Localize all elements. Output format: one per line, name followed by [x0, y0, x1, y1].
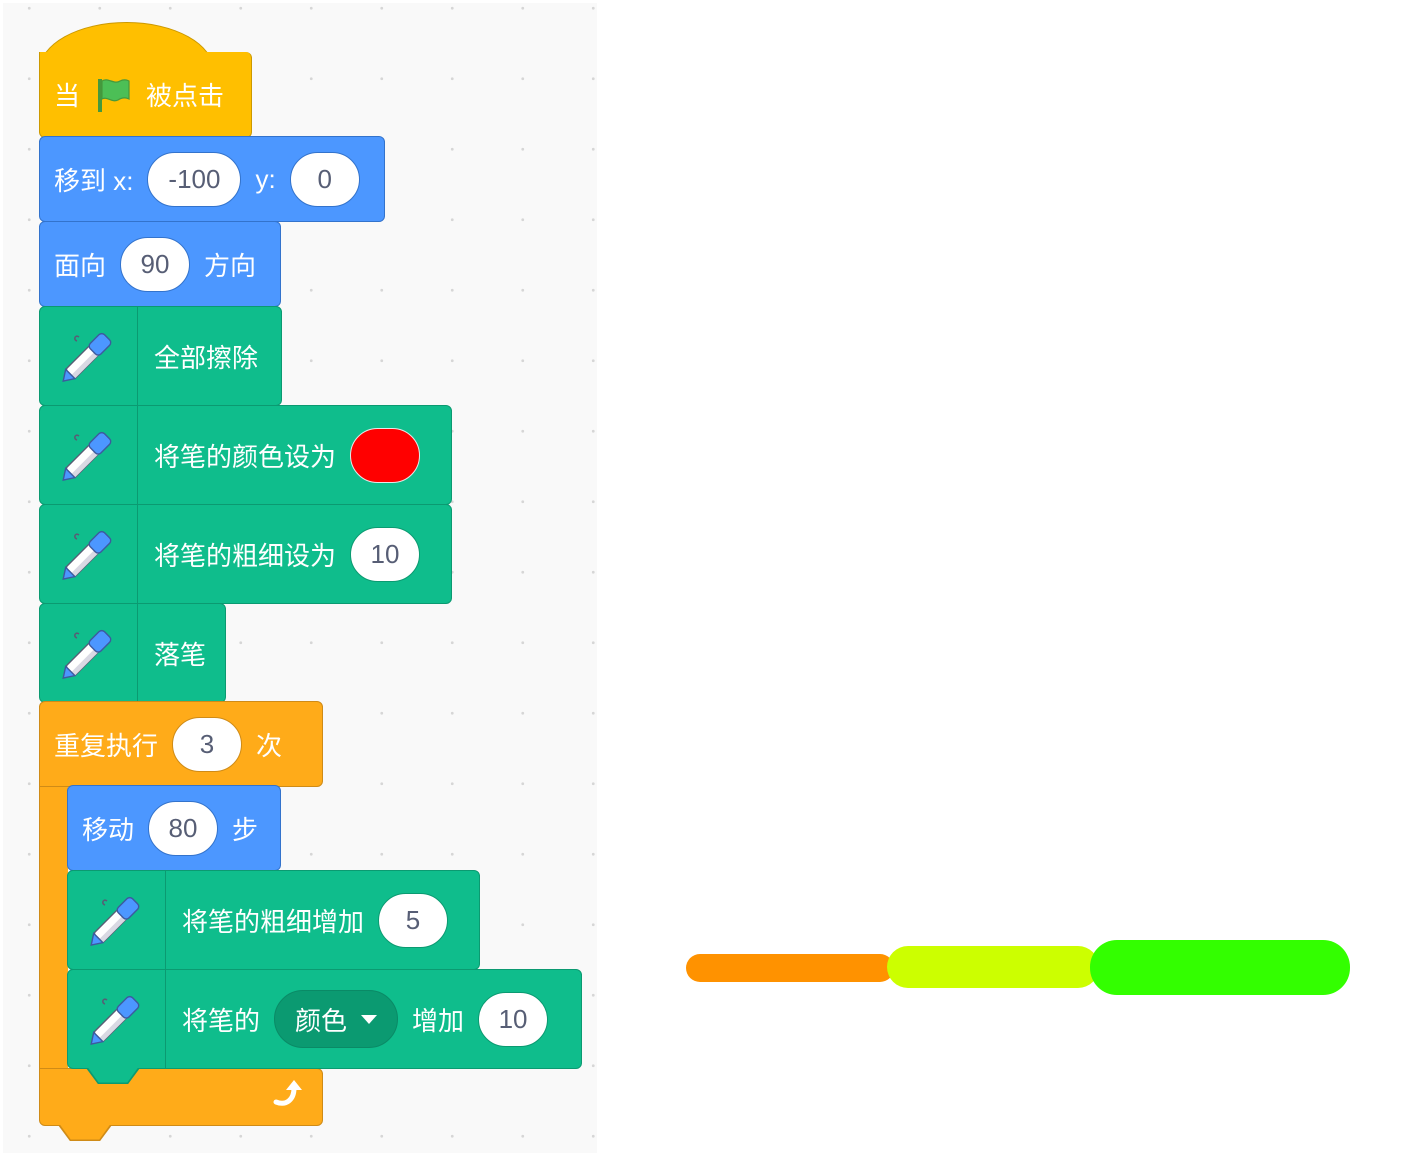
point-in-direction-block[interactable]: 面向 90 方向	[39, 221, 281, 322]
pen-extension-icon-area	[40, 307, 138, 405]
change-pen-param-block[interactable]: 将笔的 颜色 增加 10	[67, 969, 582, 1084]
direction-input[interactable]: 90	[120, 236, 191, 292]
pen-extension-icon-area	[40, 406, 138, 504]
pen-icon	[89, 896, 139, 947]
move-steps-block[interactable]: 移动 80 步	[67, 785, 281, 886]
pen-extension-icon-area	[68, 871, 166, 969]
stage-canvas	[600, 0, 1409, 1167]
erase-all-label: 全部擦除	[154, 342, 259, 373]
pen-color-picker[interactable]	[350, 427, 421, 483]
steps-input[interactable]: 80	[148, 800, 219, 856]
go-to-xy-block[interactable]: 移到 x: -100 y: 0	[39, 136, 385, 237]
move-label-pre: 移动	[82, 814, 135, 845]
pen-icon	[61, 332, 111, 383]
repeat-label-post: 次	[256, 730, 283, 761]
y-input[interactable]: 0	[289, 151, 360, 207]
set-pen-size-block[interactable]: 将笔的粗细设为 10	[39, 504, 452, 619]
pen-icon	[89, 995, 139, 1046]
hat-label-post: 被点击	[146, 81, 225, 111]
pen-icon	[61, 431, 111, 482]
change-size-label: 将笔的粗细增加	[182, 906, 365, 937]
set-color-label: 将笔的颜色设为	[154, 441, 337, 472]
green-flag-icon	[94, 76, 132, 114]
repeat-block-bottom[interactable]	[39, 1068, 323, 1141]
pen-size-input[interactable]: 10	[350, 526, 421, 582]
hat-label-pre: 当	[54, 81, 81, 111]
when-flag-clicked-block[interactable]: 当 被点击	[39, 52, 252, 153]
repeat-block-arm	[39, 785, 68, 1075]
x-input[interactable]: -100	[147, 151, 242, 207]
block-connector	[58, 1125, 112, 1141]
pen-stroke-orange	[686, 954, 894, 982]
repeat-count-input[interactable]: 3	[172, 716, 243, 772]
pen-stroke-yellow-green	[887, 946, 1099, 988]
y-label: y:	[255, 163, 276, 194]
pen-extension-icon-area	[40, 505, 138, 603]
change-pen-size-block[interactable]: 将笔的粗细增加 5	[67, 870, 480, 985]
pen-icon	[61, 530, 111, 581]
erase-all-block[interactable]: 全部擦除	[39, 306, 282, 421]
repeat-block[interactable]: 重复执行 3 次	[39, 701, 323, 787]
goto-label: 移到 x:	[54, 165, 134, 196]
set-size-label: 将笔的粗细设为	[154, 540, 337, 571]
point-label-pre: 面向	[54, 250, 107, 281]
change-param-label-pre: 将笔的	[182, 1005, 261, 1036]
pen-down-block[interactable]: 落笔	[39, 603, 226, 718]
set-pen-color-block[interactable]: 将笔的颜色设为	[39, 405, 452, 520]
move-label-post: 步	[232, 814, 259, 845]
point-label-post: 方向	[204, 250, 257, 281]
pen-extension-icon-area	[40, 604, 138, 702]
pen-stroke-green	[1090, 940, 1350, 995]
pen-extension-icon-area	[68, 970, 166, 1068]
param-change-input[interactable]: 10	[478, 991, 549, 1047]
block-connector	[86, 1068, 140, 1084]
change-param-label-mid: 增加	[412, 1005, 465, 1036]
pen-param-value: 颜色	[295, 1005, 348, 1036]
size-change-input[interactable]: 5	[378, 892, 449, 948]
pen-down-label: 落笔	[154, 639, 207, 670]
pen-param-dropdown[interactable]: 颜色	[274, 990, 399, 1048]
pen-icon	[61, 629, 111, 680]
repeat-label-pre: 重复执行	[54, 730, 159, 761]
loop-arrow-icon	[272, 1078, 306, 1115]
chevron-down-icon	[361, 1014, 378, 1024]
